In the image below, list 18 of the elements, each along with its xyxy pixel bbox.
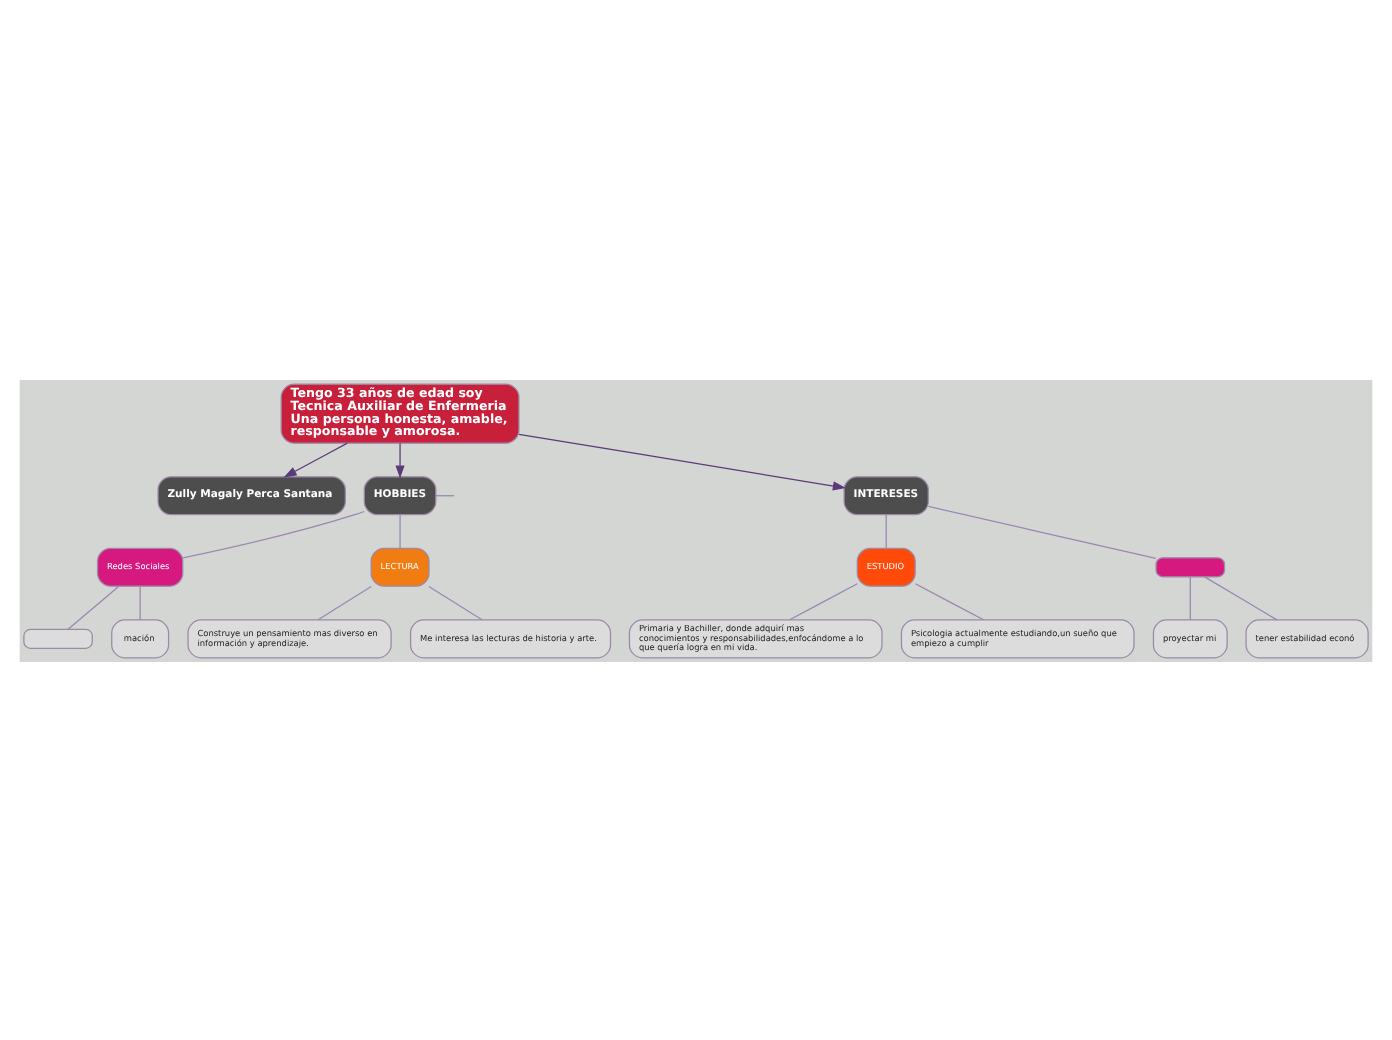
node-box [1155,556,1226,577]
node-box [23,627,93,648]
connector [67,584,120,629]
arrow [518,432,846,490]
connector [182,509,365,558]
connector [914,582,985,620]
arrow [283,441,348,477]
connector [399,513,401,548]
connector [1203,575,1278,620]
connector [317,584,372,620]
connector [435,494,455,496]
connector [927,504,1157,558]
connector [139,584,141,620]
connector [789,582,858,620]
connector [428,584,483,620]
connector [1189,575,1191,620]
connector [885,513,887,548]
arrow [395,441,405,478]
